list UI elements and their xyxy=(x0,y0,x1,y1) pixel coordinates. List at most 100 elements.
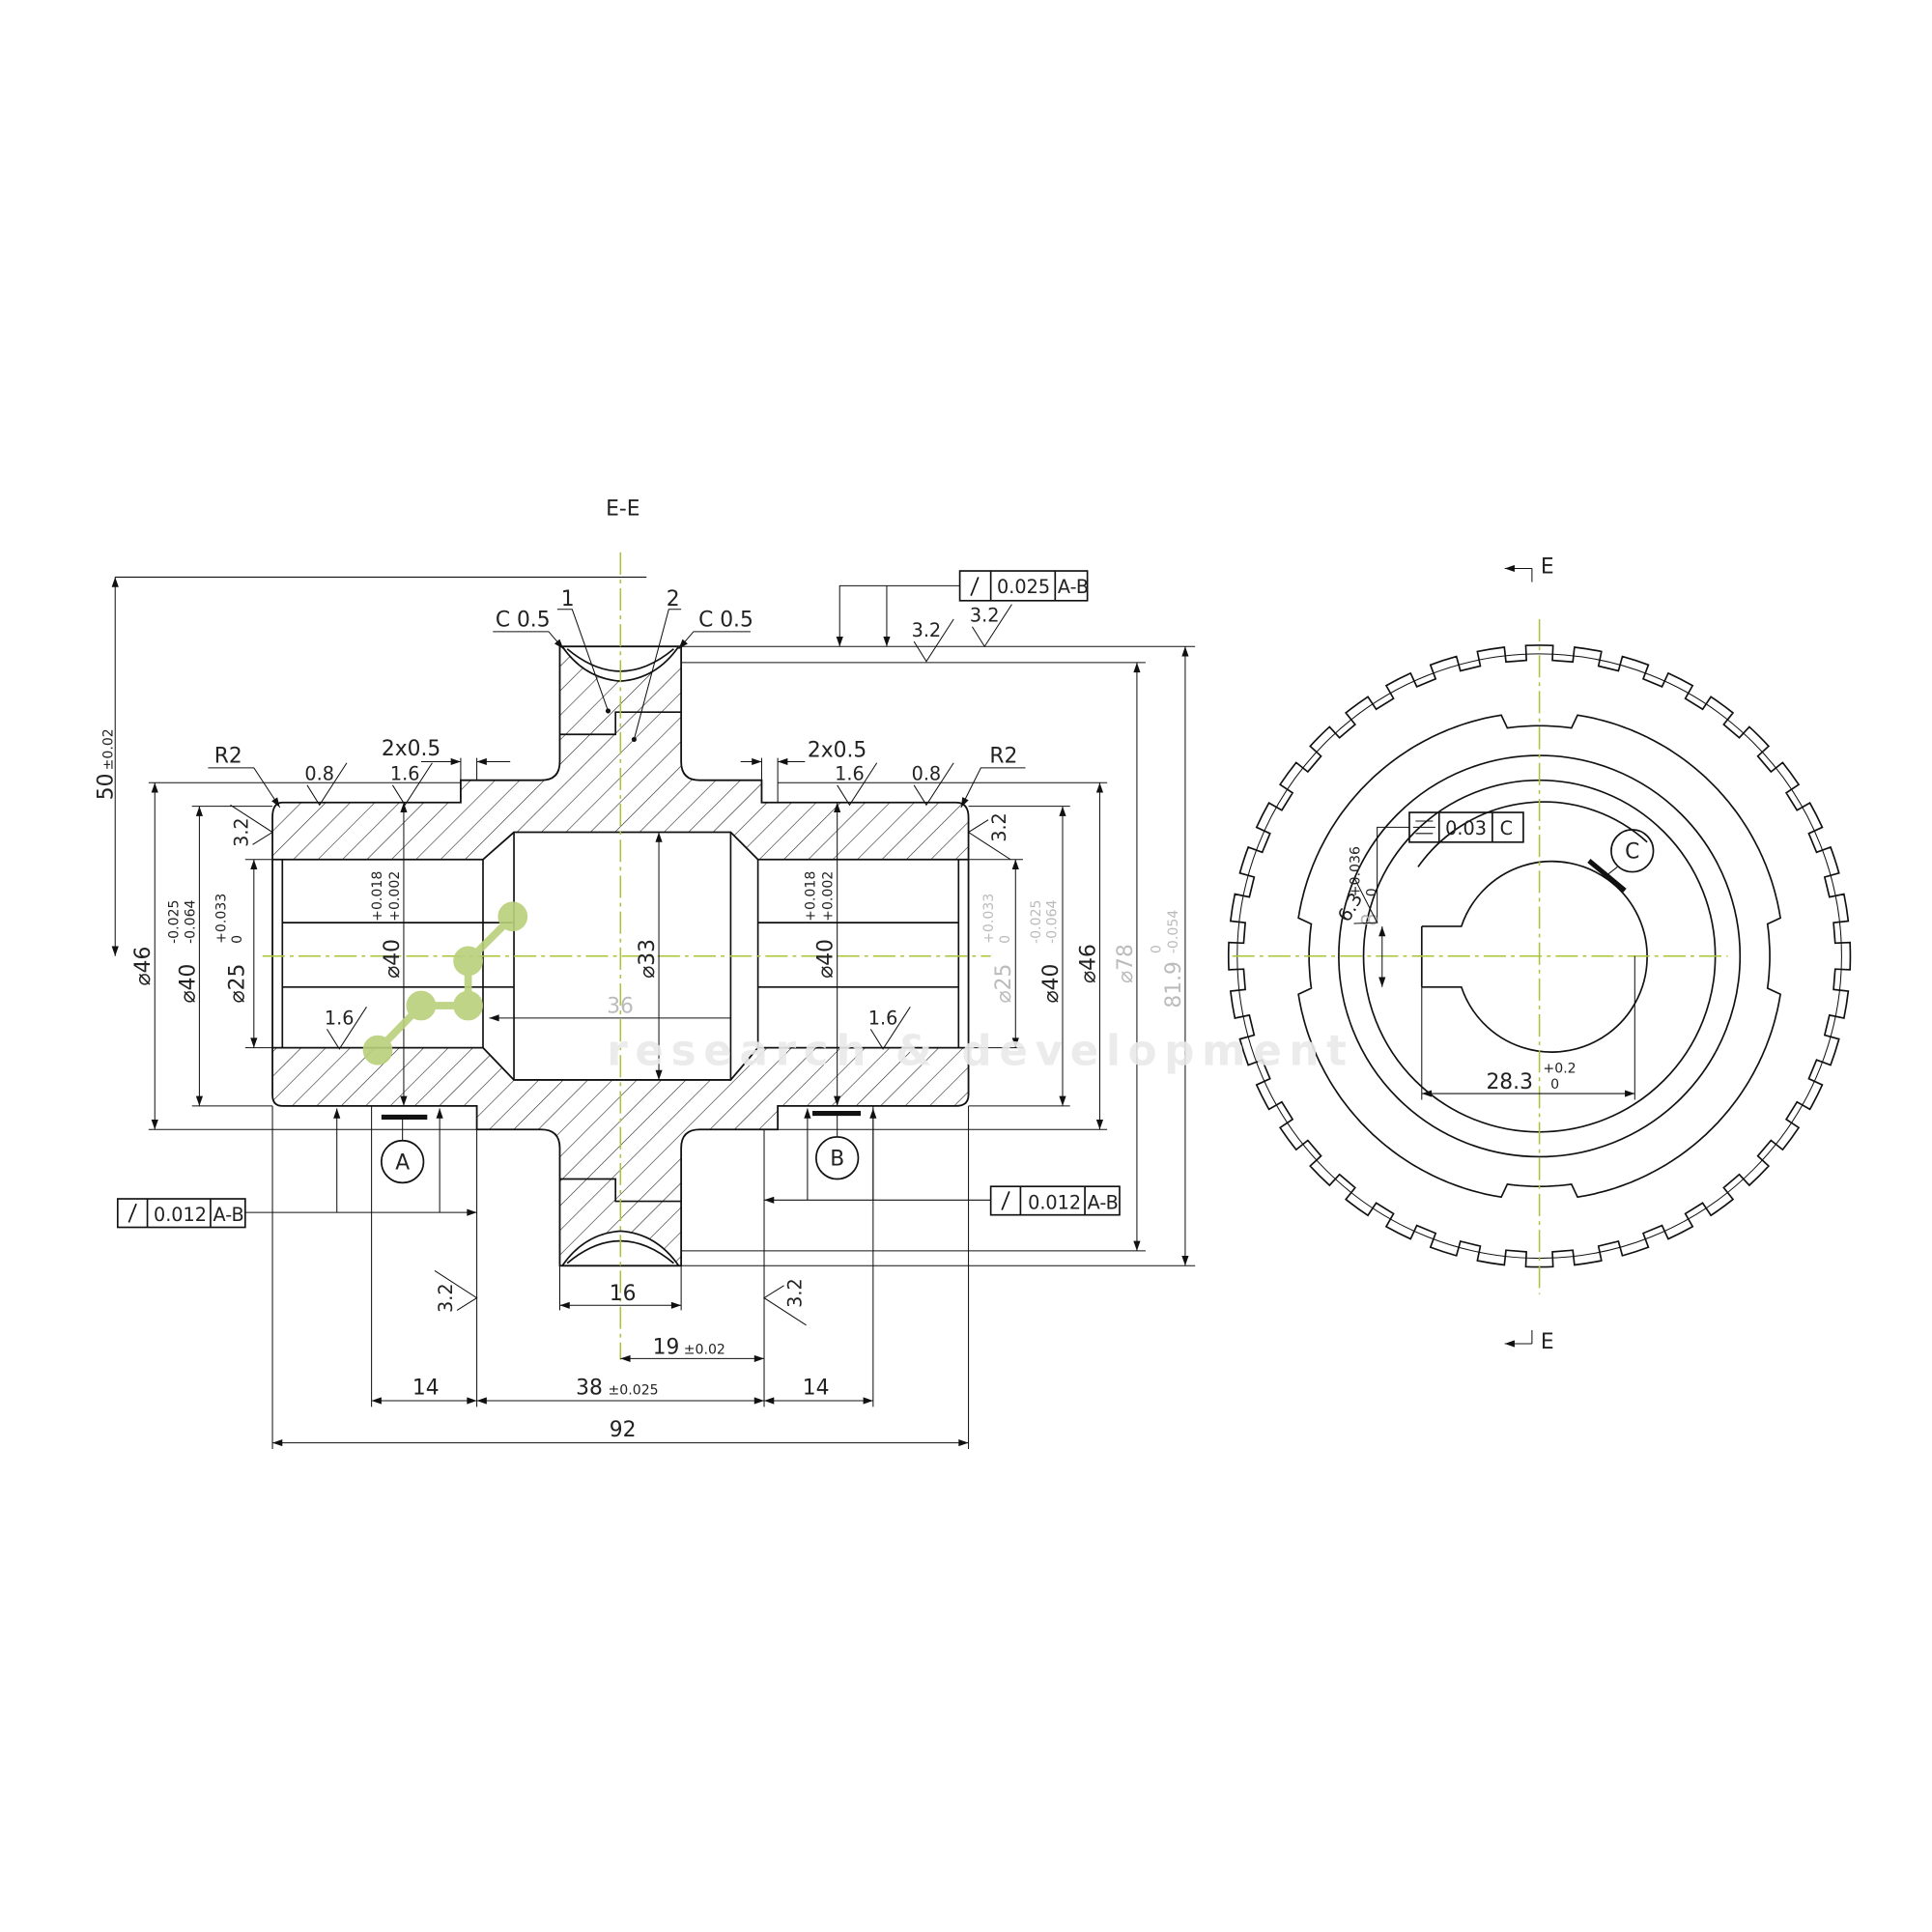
chamfer-left-callout: C 0.5 xyxy=(493,609,564,650)
dim-d81-9: 81.9 xyxy=(1162,961,1186,1009)
roughness-symbol: 3.2 xyxy=(970,604,1012,648)
fcf-bottom-left: 0.012 A-B xyxy=(116,1198,477,1229)
tol-upper: +0.033 xyxy=(981,894,997,944)
radius-left-callout: R2 xyxy=(208,745,281,809)
datum-a: A xyxy=(381,1114,428,1184)
svg-text:3.2: 3.2 xyxy=(970,605,1000,627)
dim-d25-left: ⌀25 xyxy=(226,964,250,1004)
datum-c: C xyxy=(1587,829,1655,893)
part-1-label: 1 xyxy=(561,587,575,611)
roughness-symbol: 3.2 xyxy=(434,1269,478,1313)
symmetry-icon xyxy=(1412,820,1435,835)
dim-d33: ⌀33 xyxy=(636,939,660,979)
svg-text:1.6: 1.6 xyxy=(390,763,420,785)
tol-lower: -0.064 xyxy=(1045,899,1061,943)
tol-lower: +0.002 xyxy=(821,871,837,922)
roughness-symbol: 3.2 xyxy=(230,804,274,847)
tol-lower: +0.002 xyxy=(387,871,403,922)
datum-c-label: C xyxy=(1625,839,1639,864)
watermark: research & development xyxy=(362,901,1353,1076)
fcf-symmetry: 0.03 C xyxy=(1377,811,1524,923)
tol-upper: +0.018 xyxy=(370,871,385,922)
tol-upper: 0 xyxy=(1149,945,1164,953)
dim-d78: ⌀78 xyxy=(1114,944,1138,983)
chamfer-right-callout: C 0.5 xyxy=(678,609,753,650)
dim-d25-right: ⌀25 xyxy=(992,964,1016,1004)
runout-icon xyxy=(970,577,980,596)
roughness-symbols: 0.8 1.6 1.6 0.8 3.2 3.2 3.2 3.2 1.6 1.6 … xyxy=(230,604,1012,1326)
tol-lower: 0 xyxy=(1364,888,1379,896)
watermark-logo xyxy=(362,901,528,1065)
section-mark-bottom-label: E xyxy=(1541,1330,1554,1354)
fcf-value: 0.025 xyxy=(997,576,1050,598)
section-mark-top-label: E xyxy=(1541,555,1554,580)
fcf-value: 0.012 xyxy=(1028,1191,1081,1213)
dim-38: 38 xyxy=(576,1377,603,1401)
svg-text:3.2: 3.2 xyxy=(230,817,252,847)
dimension-texts: 50 ±0.02 ⌀46 ⌀40 -0.025 -0.064 ⌀25 +0.03… xyxy=(95,728,1186,1442)
fcf-datum: A-B xyxy=(1088,1191,1119,1213)
tol-upper: +0.2 xyxy=(1543,1061,1576,1076)
svg-text:1.6: 1.6 xyxy=(835,763,865,785)
keyway-depth-dimension: 28.3 +0.2 0 xyxy=(1421,955,1635,1100)
section-title: E-E xyxy=(606,497,639,521)
datum-b-label: B xyxy=(830,1147,844,1171)
groove-right-label: 2x0.5 xyxy=(808,738,867,762)
dim-36: 36 xyxy=(607,995,634,1019)
part-2-label: 2 xyxy=(667,587,680,611)
fcf-datum: C xyxy=(1500,817,1513,839)
dim-d46-left: ⌀46 xyxy=(131,947,156,986)
fcf-bottom-right: 0.012 A-B xyxy=(764,1185,1121,1216)
part-split-line-top xyxy=(559,711,682,736)
dim-16: 16 xyxy=(610,1282,637,1306)
part-1-callout: 1 xyxy=(556,587,611,714)
roughness-symbol: 0.8 xyxy=(304,762,348,807)
tol-upper: +0.036 xyxy=(1349,846,1364,896)
dim-d46-right: ⌀46 xyxy=(1076,944,1100,983)
dim-50: 50 xyxy=(95,773,119,800)
part-split-line-bottom xyxy=(559,1178,682,1203)
bearing-arc xyxy=(1417,801,1648,867)
groove-left-dimension: 2x0.5 xyxy=(382,737,511,803)
tol-lower: 0 xyxy=(998,935,1013,944)
keyway-width-label: 8 xyxy=(1359,913,1383,926)
radius-right-callout: R2 xyxy=(960,745,1026,809)
end-view: E E 0.03 C C 8 +0.036 0 6.3 2 xyxy=(1227,555,1852,1354)
watermark-tagline: research & development xyxy=(607,1028,1353,1076)
svg-text:0.8: 0.8 xyxy=(304,763,334,785)
fcf-datum: A-B xyxy=(213,1204,244,1226)
svg-text:3.2: 3.2 xyxy=(912,619,942,641)
svg-text:1.6: 1.6 xyxy=(868,1007,898,1029)
svg-text:0.8: 0.8 xyxy=(912,763,942,785)
tol-lower: 0 xyxy=(1550,1077,1559,1093)
dim-d40-left: ⌀40 xyxy=(176,964,200,1004)
svg-text:1.6: 1.6 xyxy=(325,1007,355,1029)
tooth-profile xyxy=(1227,644,1852,1268)
chamfer-right-label: C 0.5 xyxy=(698,609,753,633)
roughness-symbol: 3.2 xyxy=(967,812,1011,861)
groove-right-dimension: 2x0.5 xyxy=(740,738,867,803)
chamfer-left-label: C 0.5 xyxy=(496,609,551,633)
section-mark-top: E xyxy=(1504,555,1554,582)
dim-14-left: 14 xyxy=(412,1377,440,1401)
roughness-symbol: 1.6 xyxy=(835,762,878,807)
svg-text:3.2: 3.2 xyxy=(435,1283,457,1313)
tol-lower: 0 xyxy=(230,935,245,944)
roughness-symbol: 0.8 xyxy=(912,762,954,807)
dim-d40-right: ⌀40 xyxy=(1039,964,1064,1004)
runout-icon xyxy=(1001,1191,1010,1210)
roughness-symbol: 1.6 xyxy=(325,1007,367,1050)
radius-left-label: R2 xyxy=(214,745,242,769)
dim-38-tol: ±0.025 xyxy=(608,1383,658,1399)
svg-text:3.2: 3.2 xyxy=(783,1278,806,1308)
datum-b: B xyxy=(812,1111,862,1180)
dim-92: 92 xyxy=(610,1418,637,1442)
fcf-datum: A-B xyxy=(1058,576,1089,598)
datum-a-label: A xyxy=(395,1151,410,1175)
roughness-symbol: 3.2 xyxy=(763,1278,807,1326)
keyway-depth-label: 28.3 xyxy=(1486,1070,1532,1094)
toothed-rim xyxy=(1227,644,1852,1268)
bore-lines xyxy=(281,832,960,1080)
tol-upper: -0.025 xyxy=(1029,899,1044,943)
